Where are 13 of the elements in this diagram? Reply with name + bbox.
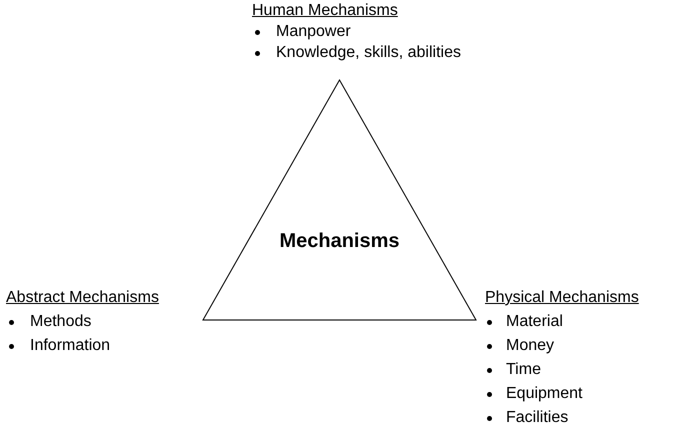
list-item: Equipment (506, 385, 582, 403)
center-label: Mechanisms (279, 230, 400, 253)
list-item: Money (506, 337, 554, 355)
list-item: Material (506, 313, 563, 331)
list-item: Facilities (506, 409, 568, 427)
list-item: Time (506, 361, 541, 379)
group-heading: Abstract Mechanisms (6, 289, 159, 307)
group-heading: Human Mechanisms (252, 2, 398, 20)
list-item: Information (30, 337, 110, 355)
group-heading: Physical Mechanisms (485, 289, 639, 307)
list-item: Knowledge, skills, abilities (276, 44, 461, 62)
list-item: Methods (30, 313, 92, 331)
list-item: Manpower (276, 23, 351, 41)
